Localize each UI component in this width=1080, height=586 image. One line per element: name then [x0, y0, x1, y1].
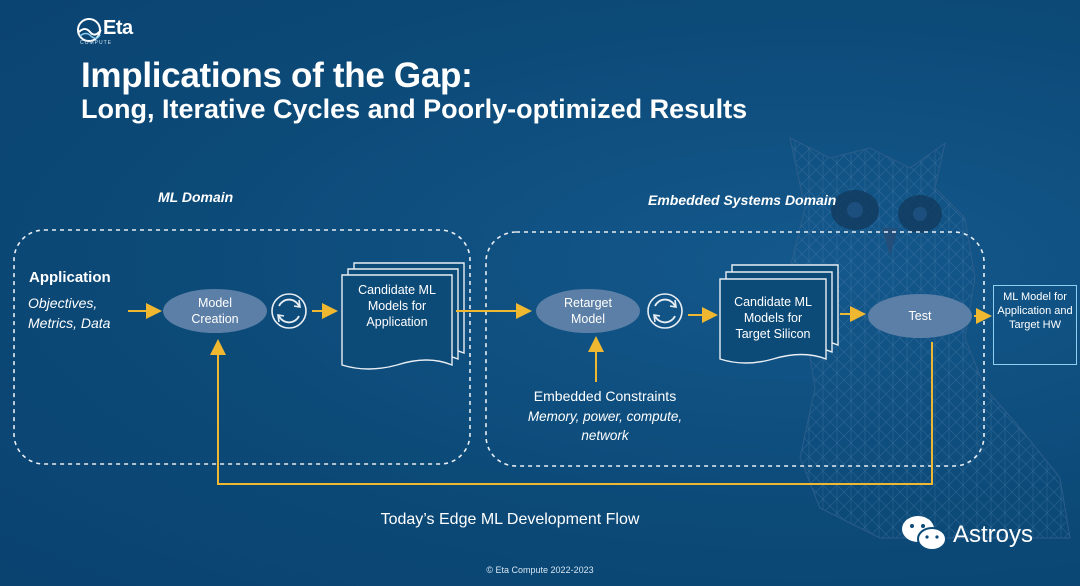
output-model-box: ML Model for Application and Target HW — [993, 285, 1077, 365]
constraints-title: Embedded Constraints — [533, 388, 677, 404]
candidate-docs-2 — [719, 264, 839, 364]
eta-logo-icon — [77, 18, 102, 42]
test-label: Test — [908, 309, 932, 323]
candidate-docs-1 — [341, 262, 465, 370]
brand-name: Eta — [103, 17, 133, 39]
flow-caption: Today’s Edge ML Development Flow — [380, 511, 640, 528]
slide-title: Implications of the Gap: — [81, 56, 473, 95]
retarget-model-label: Retarget Model — [564, 296, 612, 326]
application-subtitle: Objectives, Metrics, Data — [28, 295, 111, 331]
candidate-models-app-label: Candidate ML Models for Application — [358, 283, 436, 329]
model-creation-label: Model Creation — [191, 296, 239, 326]
constraints-subtitle: Memory, power, compute, network — [527, 409, 683, 443]
brand-sub: COMPUTE — [80, 40, 112, 46]
watermark-text: Astroys — [953, 521, 1034, 548]
ml-domain-label: ML Domain — [158, 189, 234, 205]
test-node — [868, 294, 972, 338]
retarget-node — [536, 289, 640, 333]
embedded-domain-label: Embedded Systems Domain — [648, 192, 837, 208]
wechat-icon — [902, 516, 947, 551]
cycle-icon-2 — [647, 293, 683, 329]
candidate-models-silicon-label: Candidate ML Models for Target Silicon — [734, 295, 812, 341]
application-title: Application — [29, 269, 111, 286]
embedded-domain-box — [485, 231, 985, 467]
slide-subtitle: Long, Iterative Cycles and Poorly-optimi… — [81, 94, 748, 124]
model-creation-node — [163, 289, 267, 333]
ml-domain-box — [13, 229, 471, 465]
cycle-icon-1 — [271, 293, 307, 329]
copyright: © Eta Compute 2022-2023 — [486, 565, 594, 575]
